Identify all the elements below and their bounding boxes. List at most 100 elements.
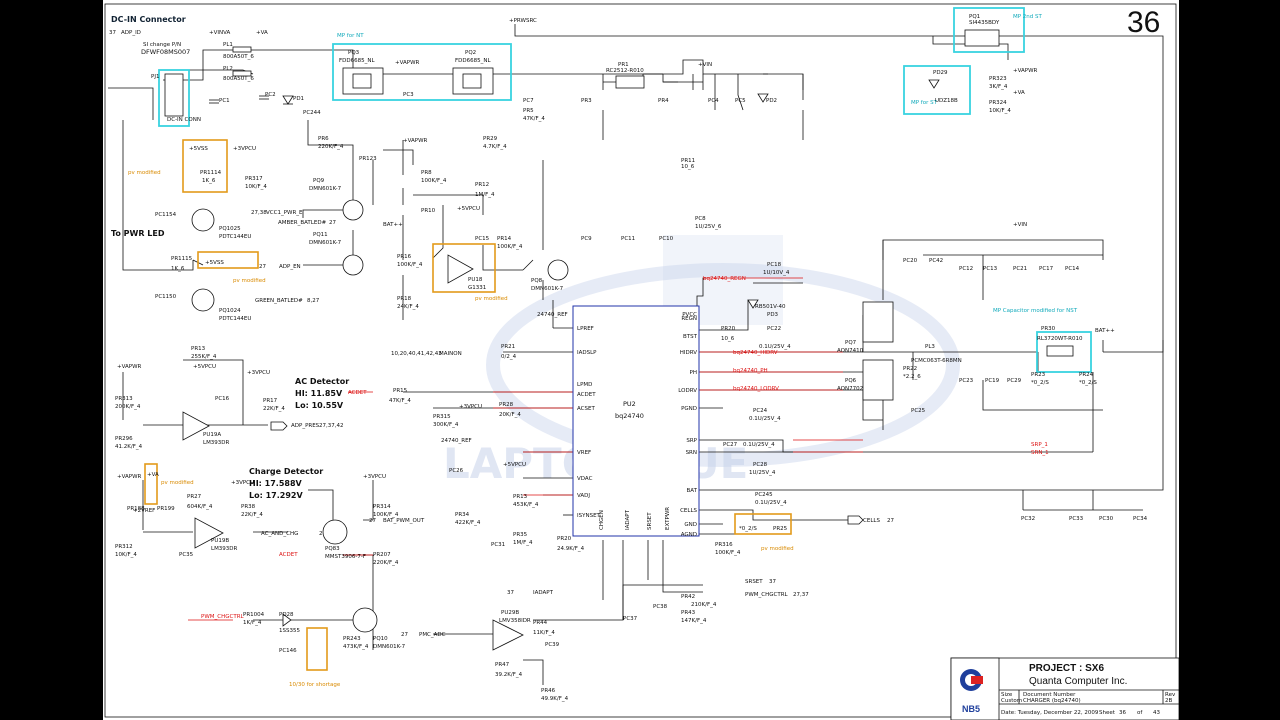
pc5-ref: PC5 [735, 98, 746, 104]
svg-text:PC2: PC2 [265, 92, 276, 98]
pr315-ref: PR315 [433, 414, 451, 420]
net-vapwr-c: +VAPWR [117, 364, 142, 370]
net-bat-pwm-page: 27 [369, 518, 376, 524]
pd2-ref: PD2 [766, 98, 777, 104]
pr243-value: 473K/F_4 [343, 644, 369, 650]
net-iadapt-page: 37 [507, 590, 514, 596]
svg-text:PC33: PC33 [1069, 516, 1084, 522]
svg-text:CHARGER (bq24740): CHARGER (bq24740) [1023, 698, 1081, 704]
pr317-ref: PR317 [245, 176, 263, 182]
pr34-value: 422K/F_4 [455, 520, 481, 526]
transistor-pq83 [322, 519, 348, 545]
chip-pin-left: VDAC [577, 476, 593, 482]
svg-text:UDZ18B: UDZ18B [935, 98, 958, 104]
pc29-ref: PC29 [1007, 378, 1022, 384]
pr315-value: 300K/F_4 [433, 422, 459, 428]
offpage-cells [847, 515, 864, 525]
svg-text:+5VSS: +5VSS [205, 260, 224, 266]
svg-text:*0_2/S: *0_2/S [739, 526, 757, 532]
chip-pin-left: ACSET [577, 406, 595, 412]
cap-bank-top: PC20 PC42 PC12 PC13 PC21 PC17 PC14 [903, 258, 1080, 272]
company-name: Quanta Computer Inc. [1029, 676, 1127, 687]
diode-pd2 [757, 93, 769, 103]
pr43-value: 147K/F_4 [681, 618, 707, 624]
svg-text:PQ6: PQ6 [845, 378, 857, 384]
pq9-value: DMN601K-7 [309, 186, 342, 192]
pr12-value: 1M/F_4 [475, 192, 495, 198]
chip-pin-left: ACDET [577, 392, 596, 398]
pu19b-value: LM393DR [211, 546, 238, 552]
chip-ref: PU2 [623, 400, 636, 408]
svg-text:2B: 2B [1165, 698, 1172, 704]
svg-text:PC146: PC146 [279, 648, 297, 654]
pl3-value: PCMC063T-6R8MN [911, 358, 962, 364]
svg-text:Rev: Rev [1165, 692, 1176, 698]
net-37: 37 [109, 30, 116, 36]
pr43-ref: PR43 [681, 610, 696, 616]
svg-text:10K/F_4: 10K/F_4 [989, 108, 1011, 114]
net-pwm-chgctrl-pages: 27,37 [793, 592, 809, 598]
pc38-ref: PC38 [653, 604, 668, 610]
diode-pd28 [282, 613, 292, 627]
svg-text:+VA: +VA [147, 472, 159, 478]
dcin-title: DC-IN Connector [111, 15, 186, 24]
charge-detector-hi: HI: 17.588V [249, 479, 303, 488]
pc28-value: 1U/25V_4 [749, 470, 776, 476]
net-acdet-b: ACDET [279, 552, 298, 558]
mosfet-pq11 [342, 254, 364, 276]
pq10-ref: PQ10 [373, 636, 388, 642]
chip-pin-bottom: IADAPT [625, 509, 631, 530]
pc8-ref: PC8 [695, 216, 706, 222]
comparator-pu19b [194, 517, 224, 549]
pc244-ref: PC244 [303, 110, 321, 116]
mosfet-pq10 [352, 607, 378, 633]
net-vin-b: +VIN [1013, 222, 1027, 228]
pc23-ref: PC23 [959, 378, 974, 384]
chip-pin-right: PGND [681, 406, 697, 412]
pr20-ref: PR20 [721, 326, 736, 332]
net-adp-id: ADP_ID [121, 30, 141, 36]
pr312-ref: PR312 [115, 544, 133, 550]
pr16-value: 100K/F_4 [397, 262, 423, 268]
net-adp-en-page: 27 [259, 264, 266, 270]
opamp-pu29b [492, 619, 524, 651]
pr10-ref: PR10 [421, 208, 436, 214]
chip-pin-left: ISYNSET [577, 513, 601, 519]
svg-text:PD1: PD1 [293, 96, 304, 102]
svg-text:RL3720WT-R010: RL3720WT-R010 [1037, 336, 1083, 342]
pr35-ref: PR35 [513, 532, 528, 538]
pr28-ref: PR28 [499, 402, 514, 408]
ac-detector-hi: HI: 11.85V [295, 389, 343, 398]
pc26-ref: PC26 [449, 468, 464, 474]
pq8-ref: PQ8 [531, 278, 543, 284]
net-prwsrc: +PRWSRC [509, 18, 537, 24]
pr6-ref: PR6 [318, 136, 329, 142]
chip-pin-right: PVCC [682, 312, 697, 318]
pr13b-value: 453K/F_4 [513, 502, 539, 508]
caps-dcin: PC1 PC2 PD1 [209, 92, 304, 105]
inductor-pl2 [232, 70, 252, 77]
red-nets [188, 277, 863, 621]
note-mp-capacitor: MP Capacitor modified for NST [993, 308, 1078, 314]
svg-text:PC14: PC14 [1065, 266, 1080, 272]
ac-detector-title: AC Detector [295, 377, 349, 386]
svg-text:AON7410: AON7410 [837, 348, 864, 354]
pr8-ref: PR8 [421, 170, 432, 176]
svg-text:PC7: PC7 [523, 98, 534, 104]
pr34-ref: PR34 [455, 512, 470, 518]
pu19a-value: LM393DR [203, 440, 230, 446]
pv-modified-box-3: PU18 G1331 pv modified [432, 243, 508, 302]
chip-pin-right: LODRV [678, 388, 697, 394]
net-3vpcu-d: +3VPCU [231, 480, 254, 486]
net-bq-ph: bq24740_PH [733, 368, 768, 374]
svg-text:36: 36 [1119, 710, 1126, 716]
net-5vpcu-a: +5VPCU [457, 206, 480, 212]
pr44-ref: PR44 [533, 620, 548, 626]
pr15-ref: PR15 [393, 388, 408, 394]
svg-text:PR23: PR23 [1031, 372, 1046, 378]
pc9-ref: PC9 [581, 236, 592, 242]
pr20b-ref: PR20 [557, 536, 572, 542]
net-iadapt: IADAPT [533, 590, 554, 596]
net-bq-regn: bq24740_REGN [703, 276, 746, 282]
pr21-value: 0/2_4 [501, 354, 517, 360]
